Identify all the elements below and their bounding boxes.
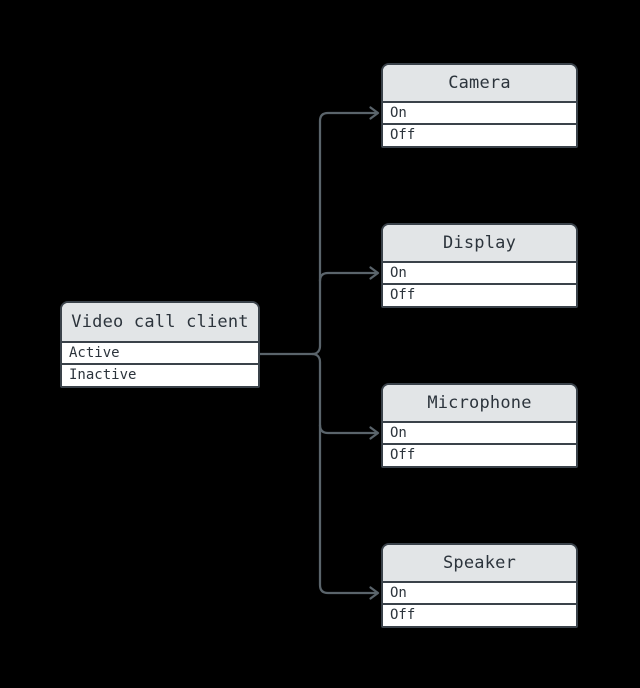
edge-camera <box>311 111 377 356</box>
edge-speaker <box>311 352 377 595</box>
node-camera: Camera On Off <box>381 63 578 148</box>
arrow-right-icon <box>369 106 380 120</box>
node-row-on: On <box>383 421 576 444</box>
node-row-off: Off <box>383 443 576 466</box>
node-row-on: On <box>383 261 576 284</box>
edge-microphone <box>318 423 377 435</box>
node-title: Speaker <box>383 545 576 581</box>
node-speaker: Speaker On Off <box>381 543 578 628</box>
node-row-off: Off <box>383 603 576 626</box>
node-row-off: Off <box>383 283 576 306</box>
arrow-right-icon <box>369 426 380 440</box>
node-row-inactive: Inactive <box>62 363 258 386</box>
node-row-active: Active <box>62 341 258 364</box>
edge-display <box>318 271 377 283</box>
node-row-on: On <box>383 581 576 604</box>
arrow-right-icon <box>369 586 380 600</box>
node-display: Display On Off <box>381 223 578 308</box>
node-row-off: Off <box>383 123 576 146</box>
arrow-right-icon <box>369 266 380 280</box>
node-title: Microphone <box>383 385 576 421</box>
node-title: Video call client <box>62 303 258 341</box>
node-title: Display <box>383 225 576 261</box>
node-title: Camera <box>383 65 576 101</box>
node-video-call-client: Video call client Active Inactive <box>60 301 260 388</box>
node-microphone: Microphone On Off <box>381 383 578 468</box>
node-row-on: On <box>383 101 576 124</box>
